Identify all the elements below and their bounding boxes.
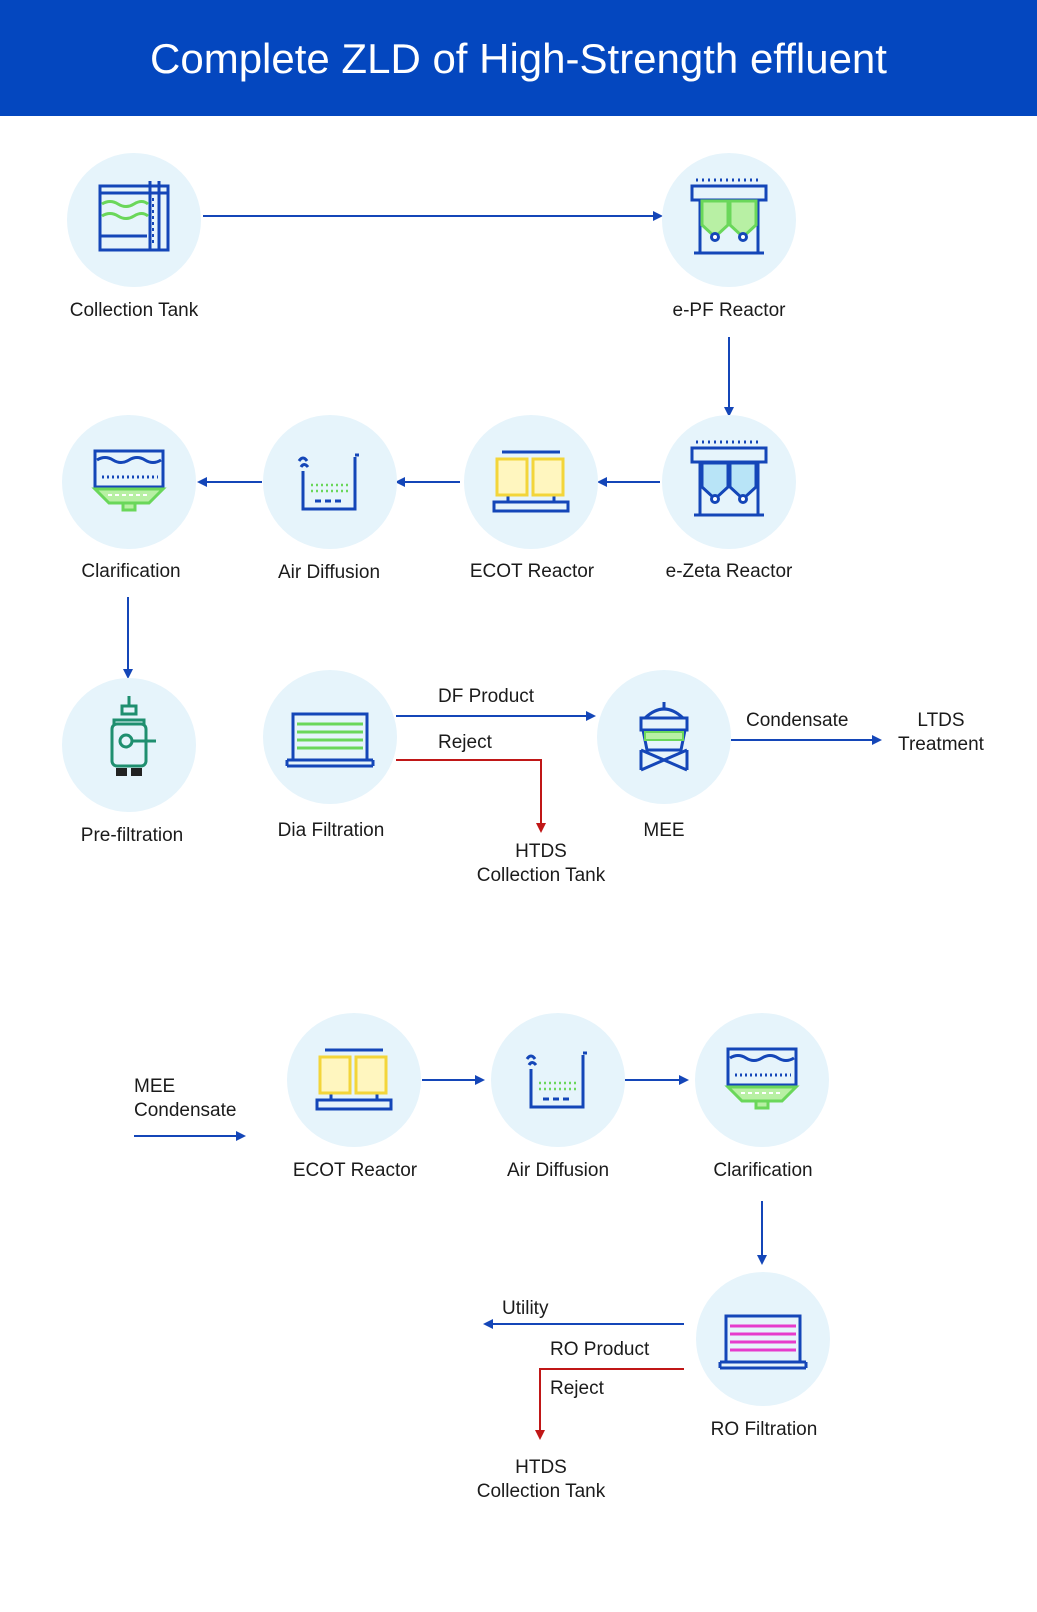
label-htds-collection-tank: HTDS Collection Tank xyxy=(441,840,641,888)
htds2-line2: Collection Tank xyxy=(476,1481,606,1502)
mee-condensate-line2: Condensate xyxy=(134,1100,237,1121)
htds2-line1: HTDS xyxy=(515,1457,567,1478)
label-pre-filtration: Pre-filtration xyxy=(80,825,184,846)
label-mee-condensate: MEE Condensate xyxy=(134,1075,236,1123)
pre-filtration-icon xyxy=(110,696,156,776)
label-df-product: DF Product xyxy=(438,686,535,707)
label-ro-filtration: RO Filtration xyxy=(710,1419,818,1440)
label-air-diffusion: Air Diffusion xyxy=(277,562,381,583)
label-mee: MEE xyxy=(643,820,685,841)
label-htds-collection-tank-2: HTDS Collection Tank xyxy=(441,1456,641,1504)
collection-tank-icon xyxy=(98,181,170,252)
label-ltds-treatment: LTDS Treatment xyxy=(841,709,1037,757)
label-reject-2: Reject xyxy=(550,1378,604,1399)
air-diffusion-icon xyxy=(297,453,359,511)
label-ezeta-reactor: e-Zeta Reactor xyxy=(665,561,793,582)
ezeta-reactor-icon xyxy=(690,440,768,517)
arrow-ro-reject xyxy=(535,1368,684,1440)
node-ecot-reactor[interactable] xyxy=(464,415,598,549)
node-collection-tank[interactable] xyxy=(67,153,201,287)
label-air-diffusion-2: Air Diffusion xyxy=(506,1160,610,1181)
node-clarification[interactable] xyxy=(62,415,196,549)
label-clarification-2: Clarification xyxy=(713,1160,813,1181)
label-utility: Utility xyxy=(502,1298,549,1319)
node-air-diffusion[interactable] xyxy=(263,415,397,549)
ecot-reactor-icon xyxy=(315,1048,393,1111)
node-mee[interactable] xyxy=(597,670,731,804)
node-dia-filtration[interactable] xyxy=(263,670,397,804)
label-condensate: Condensate xyxy=(746,710,849,731)
node-clarification-2[interactable] xyxy=(695,1013,829,1147)
mee-icon xyxy=(639,702,689,772)
page-title: Complete ZLD of High-Strength effluent xyxy=(150,35,887,82)
clarification-icon xyxy=(724,1047,800,1110)
dia-filtration-icon xyxy=(285,712,375,768)
node-ezeta-reactor[interactable] xyxy=(662,415,796,549)
label-dia-filtration: Dia Filtration xyxy=(277,820,385,841)
mee-condensate-line1: MEE xyxy=(134,1076,176,1097)
air-diffusion-icon xyxy=(525,1051,587,1109)
htds-line2: Collection Tank xyxy=(476,865,606,886)
ecot-reactor-icon xyxy=(492,450,570,513)
node-pre-filtration[interactable] xyxy=(62,678,196,812)
clarification-icon xyxy=(91,449,167,512)
ltds-line1: LTDS xyxy=(917,710,965,731)
htds-line1: HTDS xyxy=(515,841,567,862)
label-ro-product: RO Product xyxy=(550,1339,650,1360)
node-epf-reactor[interactable] xyxy=(662,153,796,287)
label-reject: Reject xyxy=(438,732,492,753)
label-ecot-reactor: ECOT Reactor xyxy=(469,561,595,582)
header-bar: Complete ZLD of High-Strength effluent xyxy=(0,0,1037,116)
label-collection-tank: Collection Tank xyxy=(69,300,199,321)
label-epf-reactor: e-PF Reactor xyxy=(672,300,786,321)
node-ecot-reactor-2[interactable] xyxy=(287,1013,421,1147)
ro-filtration-icon xyxy=(718,1314,808,1370)
ltds-line2: Treatment xyxy=(898,734,984,755)
label-ecot-reactor-2: ECOT Reactor xyxy=(292,1160,418,1181)
node-air-diffusion-2[interactable] xyxy=(491,1013,625,1147)
arrow-df-reject xyxy=(396,759,546,833)
epf-reactor-icon xyxy=(690,178,768,255)
node-ro-filtration[interactable] xyxy=(696,1272,830,1406)
label-clarification: Clarification xyxy=(81,561,181,582)
